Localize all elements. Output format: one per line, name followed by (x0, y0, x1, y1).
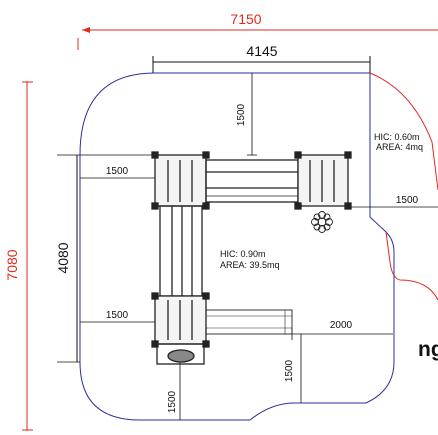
cropped-caption-text: ng (418, 338, 438, 361)
overall-depth-dimension (22, 81, 33, 431)
flower-panel-icon (311, 211, 333, 233)
play-structure (151, 151, 352, 365)
frame-depth-dimension (57, 154, 155, 363)
main-zone-area: AREA: 39.5mq (220, 260, 280, 270)
bottom-right-clearance-label: 1500 (284, 359, 295, 382)
frame-depth-label: 4080 (55, 242, 71, 273)
bridge-vertical (159, 205, 203, 297)
top-clearance-dimension (247, 73, 257, 156)
overall-width-label: 7150 (230, 11, 261, 27)
top-clearance-label: 1500 (236, 103, 247, 126)
side-safety-zone-boundary (369, 72, 438, 301)
slide-run-label: 2000 (330, 320, 353, 331)
left-upper-clearance-label: 1500 (106, 166, 129, 177)
bottom-left-clearance-label: 1500 (167, 390, 178, 413)
overall-width-dimension (77, 27, 438, 50)
frame-width-dimension (152, 56, 371, 73)
side-zone-area: AREA: 4mq (376, 142, 423, 152)
bottom-platform (156, 343, 205, 365)
frame-width-label: 4145 (246, 43, 277, 59)
side-zone-hic: HIC: 0.60m (374, 132, 420, 142)
tunnel-hatch (167, 349, 195, 363)
overall-depth-label: 7080 (4, 249, 20, 280)
right-clearance-label: 1500 (396, 195, 419, 206)
safety-zone-boundary (79, 72, 395, 421)
main-zone-hic: HIC: 0.90m (220, 249, 266, 259)
slide (205, 309, 293, 335)
left-lower-clearance-label: 1500 (106, 310, 129, 321)
tower-top-right (297, 154, 349, 207)
